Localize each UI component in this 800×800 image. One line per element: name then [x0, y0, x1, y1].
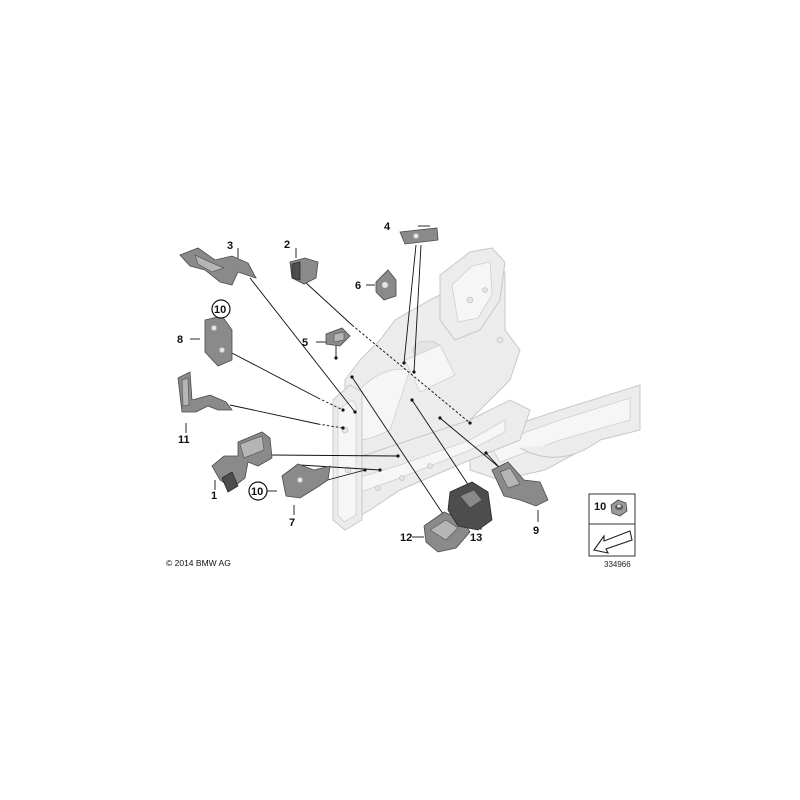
callout-11: 11: [178, 434, 190, 446]
copyright-notice: © 2014 BMW AG: [166, 558, 231, 568]
callout-12: 12: [400, 532, 412, 544]
part-1: [211, 431, 273, 493]
callout-7: 7: [289, 517, 295, 529]
callout-10-circled-lower: 10: [251, 486, 263, 498]
callout-labels: 1 2 3 4 5 6 7 8 9 11 12 13 10 10: [177, 221, 539, 544]
legend-label: 10: [594, 501, 606, 513]
hex-nut-icon: [610, 499, 628, 517]
callout-2: 2: [284, 239, 290, 251]
direction-arrow-icon: [593, 530, 633, 554]
part-2: [289, 257, 319, 285]
car-body-structure: [332, 247, 641, 531]
callout-6: 6: [355, 280, 361, 292]
callout-5: 5: [302, 337, 308, 349]
callout-4: 4: [384, 221, 391, 233]
callout-3: 3: [227, 240, 233, 252]
legend-box: 10: [588, 493, 636, 557]
callout-9: 9: [533, 525, 539, 537]
part-5: [325, 327, 351, 347]
part-13: [447, 481, 493, 531]
document-number: 334966: [604, 560, 631, 569]
part-8: [204, 315, 233, 367]
callout-10-circled-upper: 10: [214, 304, 226, 316]
part-9: [491, 461, 549, 507]
callout-1: 1: [211, 490, 217, 502]
part-7: [281, 463, 331, 499]
callout-8: 8: [177, 334, 183, 346]
callout-13: 13: [470, 532, 482, 544]
part-3: [179, 247, 257, 286]
part-4: [399, 227, 439, 245]
part-6: [375, 269, 397, 301]
part-11: [177, 371, 233, 413]
